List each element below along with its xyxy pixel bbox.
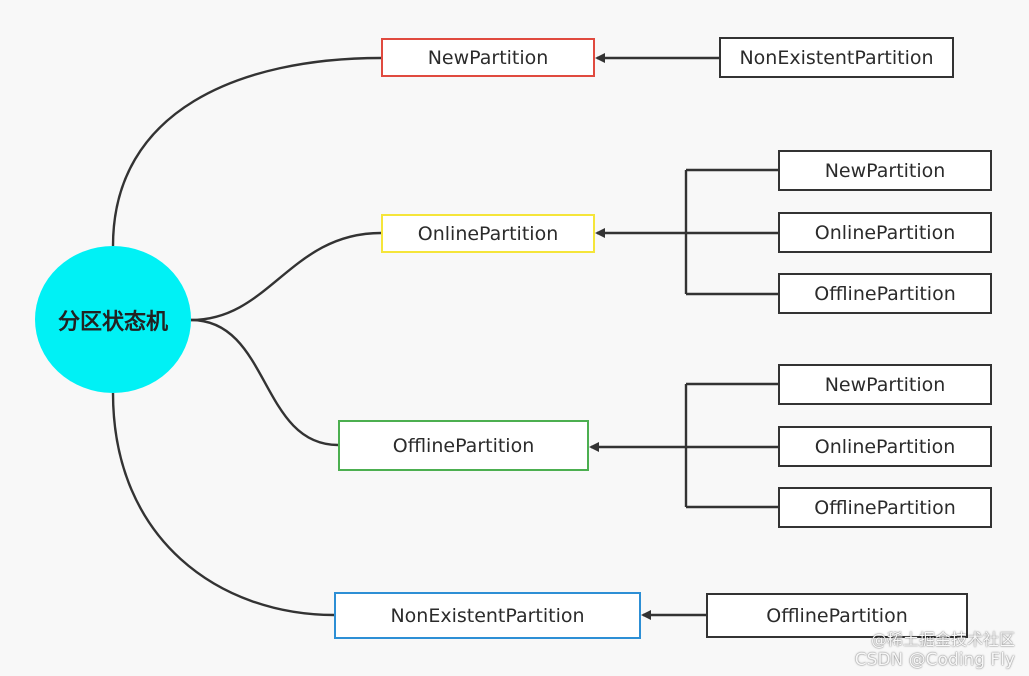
source-box: NewPartition	[778, 150, 992, 191]
state-box-nonexistent-partition: NonExistentPartition	[334, 592, 641, 639]
branch-line-nonexistent	[111, 392, 335, 617]
source-box: NewPartition	[778, 364, 992, 405]
source-box: OfflinePartition	[778, 487, 992, 528]
source-box: OnlinePartition	[778, 212, 992, 253]
watermark-line1: @稀土掘金技术社区	[870, 630, 1015, 649]
center-label: 分区状态机	[57, 309, 168, 335]
state-label: OfflinePartition	[392, 434, 535, 457]
source-box: OfflinePartition	[778, 273, 992, 314]
watermark: @稀土掘金技术社区 CSDN @Coding Fly	[855, 630, 1015, 670]
branch-line-online	[190, 231, 382, 322]
state-box-offline-partition: OfflinePartition	[338, 420, 589, 471]
branch-line-offline	[190, 318, 339, 447]
branch-line-new	[111, 56, 382, 247]
state-label: NonExistentPartition	[390, 604, 585, 627]
state-box-online-partition: OnlinePartition	[381, 214, 595, 253]
watermark-line2: CSDN @Coding Fly	[854, 650, 1015, 670]
source-label: NewPartition	[824, 159, 946, 182]
source-label: OfflinePartition	[814, 496, 956, 519]
state-box-new-partition: NewPartition	[381, 38, 595, 77]
source-label: NonExistentPartition	[739, 46, 934, 69]
source-box: NonExistentPartition	[719, 37, 954, 78]
source-label: NewPartition	[824, 373, 946, 396]
source-label: OfflinePartition	[766, 604, 908, 627]
source-label: OfflinePartition	[814, 282, 956, 305]
state-label: NewPartition	[427, 46, 549, 69]
state-label: OnlinePartition	[417, 222, 559, 245]
source-box: OfflinePartition	[706, 593, 968, 638]
source-label: OnlinePartition	[814, 435, 956, 458]
source-label: OnlinePartition	[814, 221, 956, 244]
center-node: 分区状态机	[35, 246, 191, 393]
source-box: OnlinePartition	[778, 426, 992, 467]
